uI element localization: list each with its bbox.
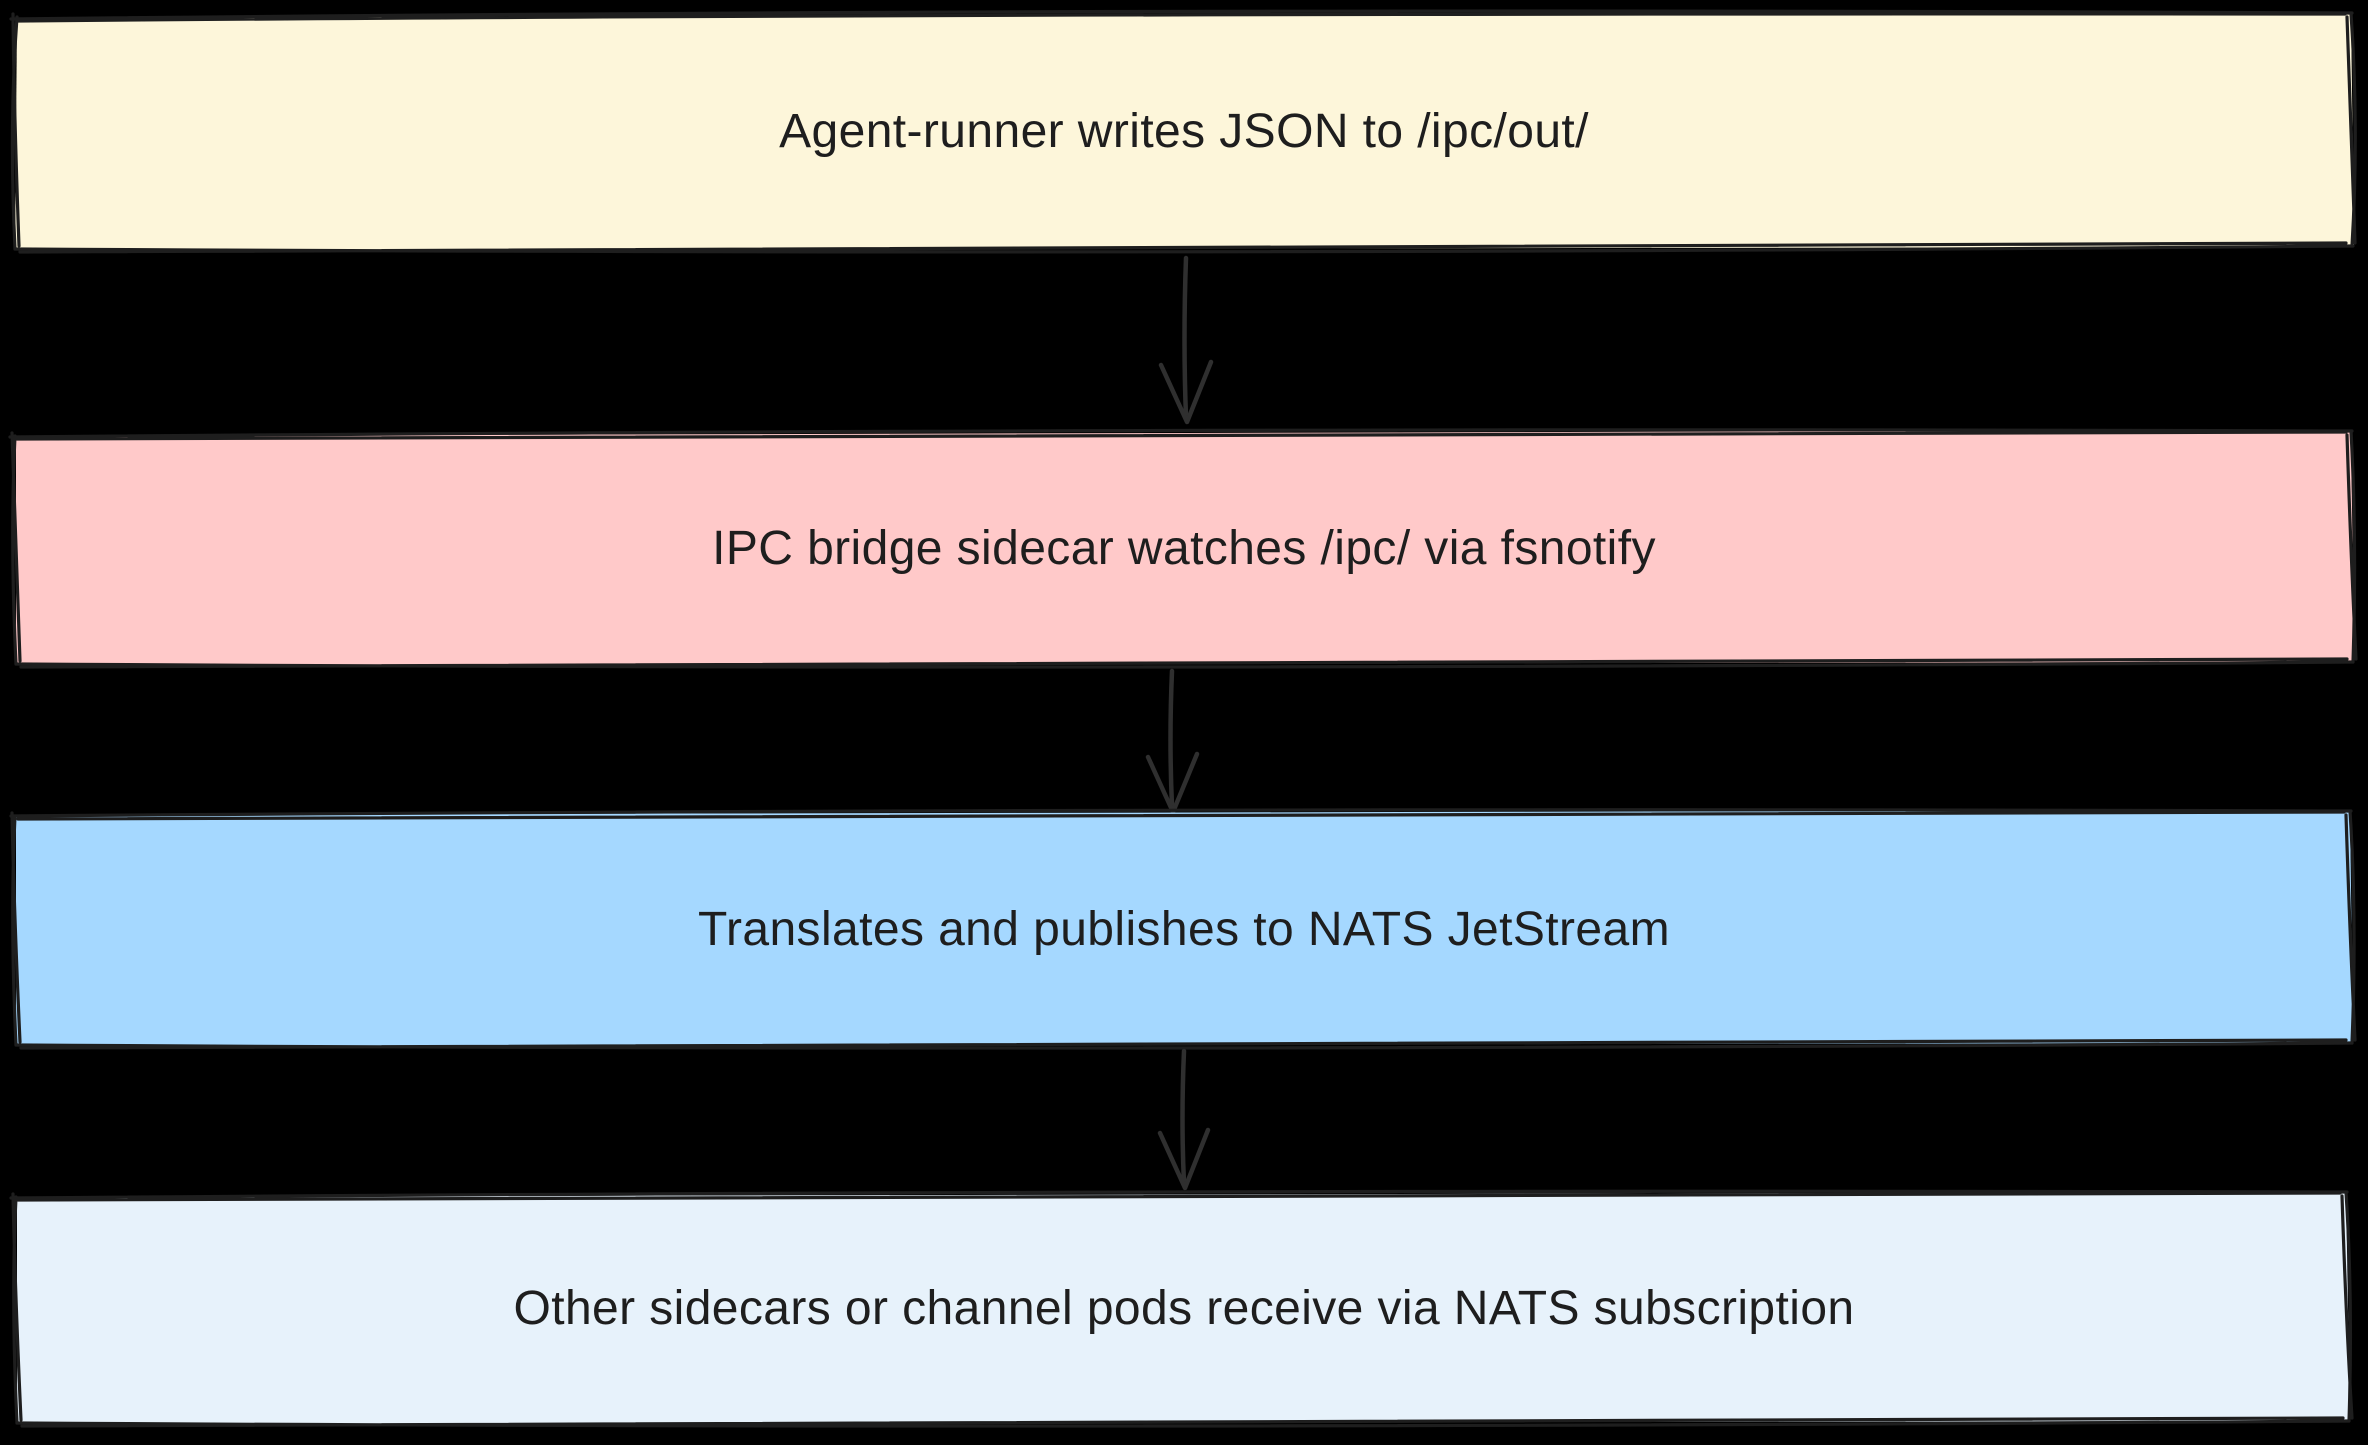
ipc-bridge-box-border-top: [8, 428, 2354, 441]
arrow-2-shaft: [1168, 668, 1175, 809]
flow-arrow-2: [1145, 668, 1200, 815]
ipc-bridge-box-border-right: [2345, 429, 2358, 664]
flow-node-sidecars-receive: [9, 1189, 2354, 1428]
ipc-bridge-box-border-left: [10, 431, 22, 666]
ipc-bridge-box-fill: [16, 430, 2354, 665]
flow-node-agent-runner: [9, 9, 2357, 254]
agent-runner-box-border-top: [9, 9, 2354, 23]
flow-arrow-3: [1157, 1048, 1211, 1191]
arrow-3-shaft: [1180, 1048, 1187, 1186]
sidecars-receive-box-border-left: [11, 1192, 23, 1425]
agent-runner-box-border-right: [2345, 11, 2357, 248]
translates-publishes-box-border-left: [10, 811, 22, 1047]
agent-runner-box-border-left: [10, 12, 21, 251]
translates-publishes-box-border-right: [2344, 809, 2357, 1045]
translates-publishes-box-fill: [16, 810, 2353, 1046]
flow-arrow-1: [1158, 255, 1214, 425]
arrow-2-head: [1145, 751, 1200, 815]
agent-runner-box-fill: [15, 12, 2354, 250]
agent-runner-box-border-bottom: [13, 241, 2355, 254]
flow-node-translates-publishes: [9, 808, 2357, 1050]
flow-node-ipc-bridge: [8, 428, 2358, 669]
ipc-bridge-box-border-bottom: [14, 657, 2355, 669]
sidecars-receive-box-fill: [17, 1192, 2350, 1424]
arrow-1-shaft: [1182, 255, 1189, 420]
arrow-1-head: [1158, 359, 1214, 425]
translates-publishes-box-border-bottom: [14, 1038, 2354, 1050]
sidecars-receive-box-border-right: [2340, 1190, 2354, 1423]
arrow-3-head: [1157, 1127, 1211, 1191]
